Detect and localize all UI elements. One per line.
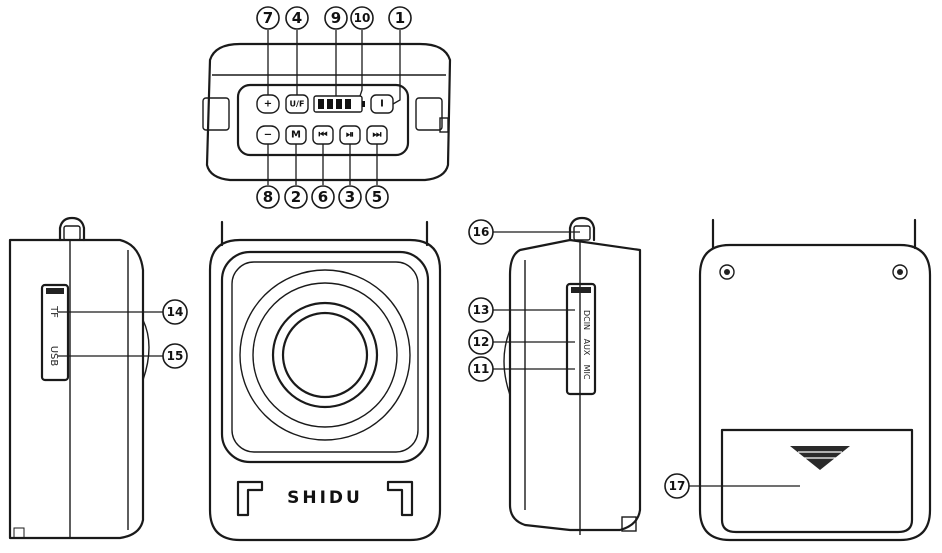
aux-port-label: AUX [582,339,591,356]
battery-display [313,95,365,113]
tf-usb-port-panel [40,283,70,382]
svg-text:6: 6 [318,188,328,206]
next-label: ⏭ [373,130,382,141]
left-side-view: TF USB 14 15 [8,216,188,540]
callout-3: 3 [338,185,362,209]
volume-up-button: + [256,94,280,114]
svg-text:1: 1 [395,9,405,27]
svg-text:15: 15 [167,349,184,363]
right-side-body [508,238,642,532]
speaker-grille-frame [220,250,430,464]
dcin-port-label: DCIN [582,310,591,330]
callout-12: 12 [468,329,494,355]
callout-14: 14 [162,299,188,325]
callout-6: 6 [311,185,335,209]
callout-16: 16 [468,219,494,245]
speaker-outer-ring [239,269,411,441]
right-side-knob [415,97,443,131]
play-label: ⏯ [346,130,354,141]
svg-text:10: 10 [354,11,371,25]
speaker-cone [271,301,379,409]
top-view: + U/F I − M ⏮ [202,6,452,209]
aux-mic-port-panel [565,282,597,396]
callout-5: 5 [365,185,389,209]
svg-text:16: 16 [473,225,490,239]
uf-button: U/F [285,94,309,114]
callout-9: 9 [324,6,348,30]
right-side-view: DCIN AUX MIC 16 13 12 11 [468,216,642,535]
right-clip [439,117,449,133]
callout-4: 4 [285,6,309,30]
callout-10: 10 [350,6,374,30]
top-view-body [205,42,452,182]
callout-8: 8 [256,185,280,209]
mode-button: M [285,125,307,145]
callout-7: 7 [256,6,280,30]
svg-text:17: 17 [669,479,686,493]
left-side-knob [202,97,230,131]
usb-port-label: USB [48,346,59,367]
volume-down-label: − [264,130,272,141]
svg-text:3: 3 [345,188,355,206]
back-body [698,243,932,542]
next-button: ⏭ [366,125,388,145]
back-view: 17 [664,218,932,542]
mic-port-label: MIC [582,365,591,380]
callout-13: 13 [468,297,494,323]
callout-17: 17 [664,473,690,499]
play-pause-button: ⏯ [339,125,361,145]
mode-label: M [291,130,301,141]
front-right-foot [386,480,414,517]
prev-label: ⏮ [319,130,328,141]
svg-text:8: 8 [263,188,273,206]
back-screw-right [892,264,908,280]
prev-button: ⏮ [312,125,334,145]
svg-text:2: 2 [291,188,301,206]
brand-logo-text: SHIDU [287,488,363,508]
power-button: I [370,94,394,114]
front-view: SHIDU [208,220,442,542]
svg-text:13: 13 [473,303,490,317]
svg-text:5: 5 [372,188,382,206]
svg-text:12: 12 [473,335,490,349]
back-screw-left [719,264,735,280]
callout-15: 15 [162,343,188,369]
svg-text:9: 9 [331,9,341,27]
svg-text:4: 4 [292,9,302,27]
left-side-body [8,238,145,540]
front-left-foot [236,480,264,517]
svg-text:11: 11 [473,362,490,376]
power-label: I [380,99,384,110]
callout-1: 1 [388,6,412,30]
callout-11: 11 [468,356,494,382]
battery-cover [720,428,914,534]
callout-2: 2 [284,185,308,209]
volume-up-label: + [264,99,272,110]
tf-port-label: TF [48,305,59,318]
volume-down-button: − [256,125,280,145]
front-body [208,238,442,542]
uf-label: U/F [290,100,305,109]
svg-text:14: 14 [167,305,184,319]
svg-text:7: 7 [263,9,273,27]
